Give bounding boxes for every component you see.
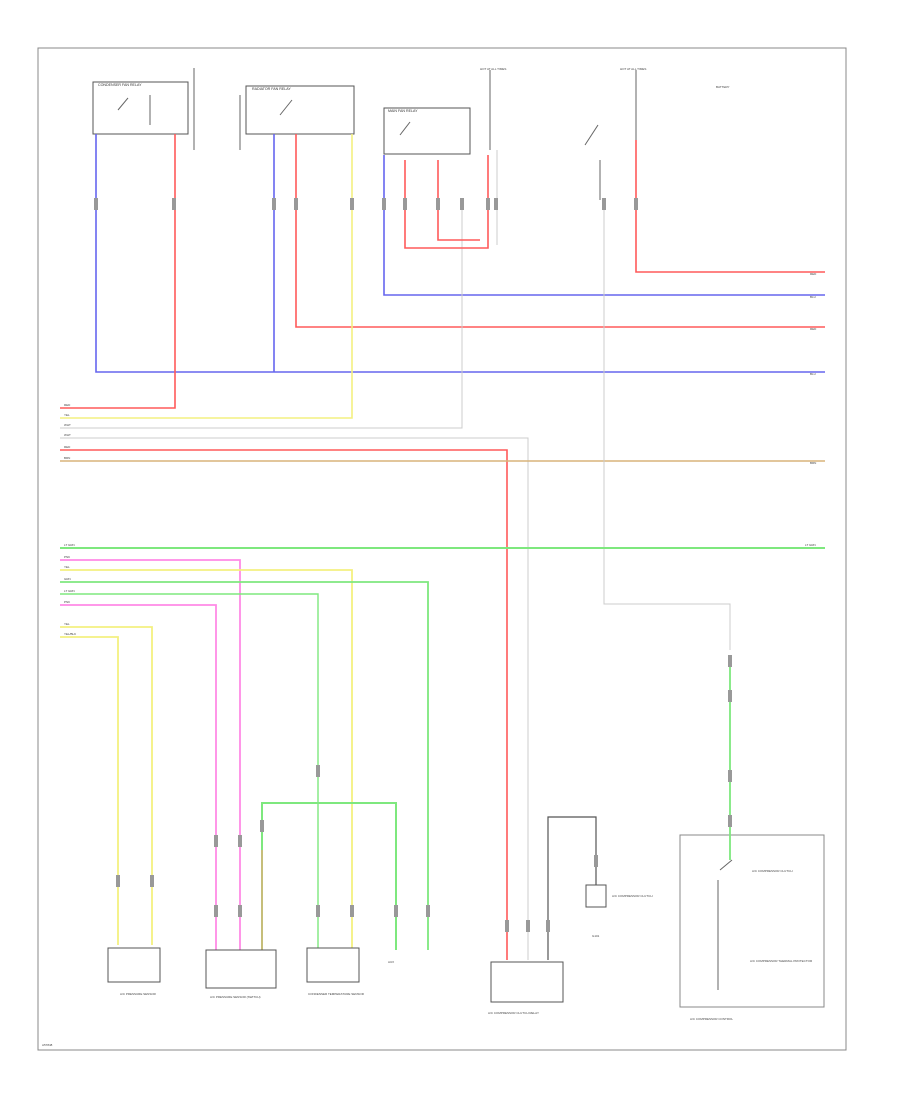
label-l3: WHT bbox=[64, 423, 71, 427]
label-r4: BLU bbox=[810, 372, 816, 376]
wire-red-long bbox=[60, 449, 508, 960]
wire-blue-long bbox=[95, 134, 825, 373]
wire-white-1 bbox=[60, 210, 463, 429]
label-m3: GRN bbox=[64, 577, 71, 581]
label-m4: LT GRN bbox=[64, 589, 75, 593]
label-y1: YEL bbox=[64, 622, 70, 626]
wire-red-loop-1 bbox=[404, 155, 489, 249]
wire-yellow-m2 bbox=[60, 569, 353, 950]
radiator-fan-relay: RADIATOR FAN RELAY bbox=[245, 85, 355, 135]
compressor-box bbox=[490, 961, 564, 1003]
diagram-frame bbox=[37, 47, 847, 1051]
label-r1: RED bbox=[810, 272, 817, 276]
page-id: A57848 bbox=[42, 1043, 53, 1047]
wire-green-tree bbox=[261, 802, 397, 950]
wire-pink-1 bbox=[60, 559, 241, 950]
label-m1: PNK bbox=[64, 555, 70, 559]
thermal-switch-label: A/C COMPRESSOR CLUTCH bbox=[752, 869, 793, 873]
wire-red-loop-2 bbox=[437, 160, 480, 241]
label-m5: PNK bbox=[64, 600, 70, 604]
fuse-note: BATTERY bbox=[716, 85, 730, 89]
label-r6: BRN bbox=[810, 461, 816, 465]
label-l4: WHT bbox=[64, 433, 71, 437]
wire-green-m3 bbox=[60, 581, 429, 950]
thermal-protector-box bbox=[679, 834, 825, 1008]
thermal-switch-arm bbox=[719, 859, 733, 871]
center-sensor-label: CONDENSER TEMPERATURE SENSOR bbox=[308, 992, 365, 996]
main-fan-relay: MAIN FAN RELAY bbox=[383, 107, 471, 155]
wire-white-right bbox=[603, 200, 731, 650]
condenser-fan-relay-label: CONDENSER FAN RELAY bbox=[98, 83, 142, 87]
clutch-coil bbox=[585, 884, 607, 908]
center-sensor-box bbox=[306, 947, 360, 983]
hot-label-center: HOT AT ALL TIMES bbox=[480, 67, 506, 71]
label-r3: RED bbox=[810, 327, 817, 331]
main-fan-relay-label: MAIN FAN RELAY bbox=[388, 109, 418, 113]
wire-ltgreen-m4 bbox=[60, 593, 319, 950]
hot-label-right: HOT AT ALL TIMES bbox=[620, 67, 646, 71]
label-y2: YEL/BLK bbox=[64, 632, 76, 636]
wire-red-left bbox=[60, 134, 176, 409]
compressor-label: A/C COMPRESSOR CLUTCH RELAY bbox=[488, 1011, 539, 1015]
wire-red-mid-right bbox=[295, 134, 825, 328]
wire-white-2 bbox=[60, 437, 529, 960]
wire-yellow-y2 bbox=[60, 636, 119, 945]
label-l1: RED bbox=[64, 403, 71, 407]
label-g1r: LT GRN bbox=[805, 543, 816, 547]
wire-yellow-top bbox=[60, 134, 353, 419]
wire-yellow-y1 bbox=[60, 626, 153, 945]
wire-pink-2 bbox=[60, 604, 217, 950]
label-g1: LT GRN bbox=[64, 543, 75, 547]
label-l6: BRN bbox=[64, 456, 70, 460]
right-switch: HOT AT ALL TIMES BATTERY bbox=[584, 67, 730, 200]
thermal-protector-label: A/C COMPRESSOR THERMAL PROTECTOR bbox=[750, 959, 813, 963]
condenser-fan-relay: CONDENSER FAN RELAY bbox=[92, 81, 189, 135]
label-l2: YEL bbox=[64, 413, 70, 417]
mid-sensor-box bbox=[205, 949, 277, 989]
aux-label: AUX bbox=[388, 960, 394, 964]
gnd-label: G101 bbox=[592, 934, 600, 938]
mid-sensor-label: A/C PRESSURE SENSOR (SWITCH) bbox=[210, 995, 261, 999]
label-l5: RED bbox=[64, 445, 71, 449]
left-sensor-label: A/C PRESSURE SENSOR bbox=[120, 992, 157, 996]
clutch-label: A/C COMPRESSOR CLUTCH bbox=[612, 894, 653, 898]
left-sensor-box bbox=[107, 947, 161, 983]
connector-ticks bbox=[94, 198, 732, 932]
pcm-bottom-label: A/C COMPRESSOR CONTROL bbox=[690, 1017, 733, 1021]
radiator-fan-relay-label: RADIATOR FAN RELAY bbox=[252, 87, 291, 91]
label-r2: BLU bbox=[810, 295, 816, 299]
wire-red-top-right bbox=[635, 140, 825, 273]
wire-black-comp bbox=[547, 816, 597, 960]
label-m2: YEL bbox=[64, 565, 70, 569]
